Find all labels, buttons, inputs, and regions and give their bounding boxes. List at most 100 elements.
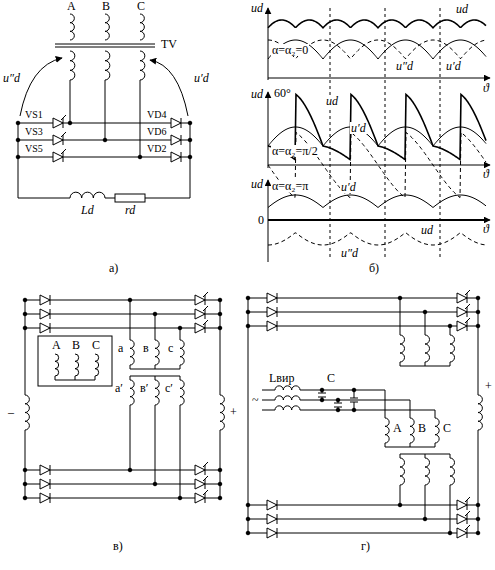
winding-coil [478, 395, 482, 430]
axis [268, 92, 269, 168]
label-text: с′ [164, 382, 174, 394]
junction-dot [398, 296, 402, 300]
wire [435, 443, 436, 447]
label-text: г) [360, 540, 371, 552]
transformer-core [55, 47, 155, 48]
junction-dot [336, 408, 340, 412]
winding-coil [70, 192, 105, 198]
ud2-curve [268, 233, 486, 245]
wire [248, 312, 478, 313]
wire [130, 300, 131, 340]
wire [18, 123, 19, 198]
wire [300, 390, 385, 391]
wire [220, 430, 221, 498]
capacitor-symbol [334, 403, 342, 404]
label-text: в′ [139, 382, 149, 394]
thyristor-symbol [63, 135, 64, 145]
diode-symbol [277, 528, 278, 538]
junction-dot [128, 298, 132, 302]
winding-coil [425, 335, 430, 362]
diode-symbol [50, 323, 51, 333]
wire [435, 410, 436, 418]
label-text: а [117, 342, 124, 354]
diode-symbol [50, 465, 51, 475]
diode-symbol [40, 309, 50, 319]
wire [262, 410, 275, 411]
wire [18, 140, 190, 141]
wire [25, 484, 220, 485]
junction-dot [423, 310, 427, 314]
winding-coil [140, 51, 145, 80]
wire [130, 376, 131, 380]
wire [400, 362, 401, 366]
label-text: VD6 [146, 127, 167, 137]
wire [18, 123, 190, 124]
wire [300, 400, 410, 401]
wire [105, 80, 106, 140]
label-text: C [136, 0, 146, 12]
wire [450, 454, 451, 458]
winding-coil [25, 395, 29, 430]
winding-coil [140, 14, 144, 40]
winding-coil [95, 354, 99, 376]
winding-coil [155, 380, 159, 405]
diode-symbol [277, 514, 278, 524]
label-text: u′d [193, 72, 210, 84]
label-text: TV [160, 38, 178, 50]
wire [145, 198, 190, 199]
axis [268, 78, 490, 79]
thyristor-symbol [63, 152, 64, 162]
junction-dot [320, 398, 324, 402]
wire [130, 365, 131, 369]
wire [155, 365, 156, 369]
junction-dot [398, 503, 402, 507]
ud1-curve [268, 195, 486, 207]
label-text: α=α₂=π/2 [271, 145, 319, 157]
wire [105, 198, 115, 199]
diode-symbol [50, 309, 51, 319]
wire [450, 485, 451, 533]
diode-symbol [277, 500, 278, 510]
wire [130, 376, 180, 377]
thyristor-gate [465, 318, 470, 323]
label-text: u′d [350, 122, 367, 134]
diode-symbol [40, 465, 50, 475]
wire [262, 390, 275, 391]
wire [25, 498, 220, 499]
winding-coil [75, 354, 79, 376]
wire [25, 314, 220, 315]
label-text: VD2 [146, 144, 167, 154]
thyristor-symbol [205, 493, 206, 503]
label-text: C [326, 372, 336, 384]
wire [478, 430, 479, 533]
wire [180, 376, 181, 380]
thyristor-gate [203, 476, 208, 481]
primary-frame [38, 336, 112, 386]
label-text: ud [420, 224, 434, 236]
thyristor-gate [465, 525, 470, 530]
label-text: ϑ [482, 82, 490, 94]
wire [130, 369, 180, 370]
diode-symbol [171, 152, 181, 162]
label-text: ϑ [482, 168, 490, 180]
ud1-curve [268, 40, 486, 59]
winding-coil [410, 418, 414, 443]
label-text: rd [124, 204, 136, 216]
diode-symbol [50, 493, 51, 503]
diode-symbol [50, 295, 51, 305]
junction-dot [336, 398, 340, 402]
winding-coil [130, 380, 134, 405]
diode-symbol [277, 321, 278, 331]
label-text: 60° [273, 87, 292, 99]
wire [140, 80, 141, 157]
ud-curve [268, 219, 486, 221]
wire [400, 485, 401, 505]
wire [248, 298, 478, 299]
wire [18, 157, 190, 158]
label-text: B [417, 422, 427, 434]
label-text: u″d [395, 60, 414, 72]
label-text: u′d [445, 60, 462, 72]
label-text: ud [250, 88, 264, 100]
wire [248, 505, 478, 506]
junction-dot [128, 468, 132, 472]
